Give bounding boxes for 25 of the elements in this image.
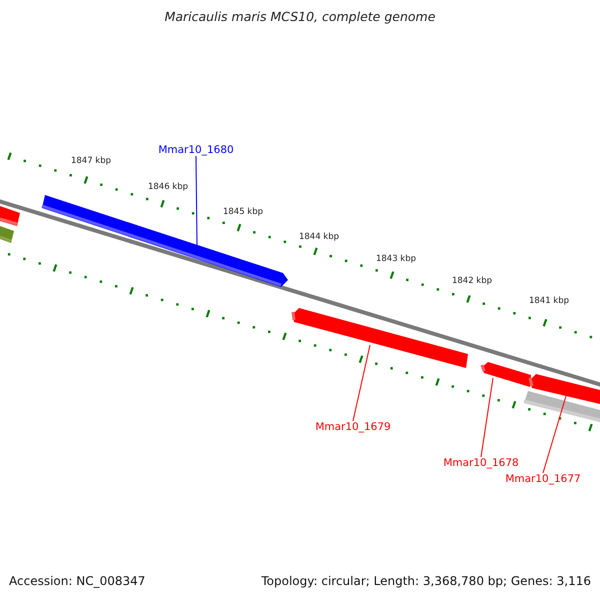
leader-line xyxy=(196,156,198,246)
scale-label: 1847 kbp xyxy=(70,157,112,167)
leader-line xyxy=(352,344,370,422)
gene-feature xyxy=(480,362,531,387)
gene-label: Mmar10_1680 xyxy=(158,144,234,156)
scale-label: 1843 kbp xyxy=(376,255,416,265)
scale-label: 1846 kbp xyxy=(148,183,188,193)
scale-label: 1841 kbp xyxy=(528,297,570,307)
gene-label: Mmar10_1677 xyxy=(505,473,581,486)
leader-line xyxy=(480,378,494,458)
gene-feature xyxy=(0,226,14,243)
scale-label: 1842 kbp xyxy=(452,277,492,287)
footer-text: Topology: circular; Length: 3,368,780 bp; Genes: 3,116 xyxy=(261,575,591,589)
scale-label: 1845 kbp xyxy=(222,208,264,218)
gene-label: Mmar10_1678 xyxy=(443,457,519,470)
title: Maricaulis maris MCS10, complete genome xyxy=(164,10,436,24)
scale-label: 1844 kbp xyxy=(298,233,340,243)
footer-text: Accession: NC_008347 xyxy=(9,575,146,589)
gene-feature xyxy=(524,391,600,422)
gene-feature xyxy=(528,374,600,404)
gene-feature xyxy=(292,308,468,368)
leader-line xyxy=(542,396,566,474)
gene-feature xyxy=(42,195,288,287)
gene-label: Mmar10_1679 xyxy=(315,421,391,434)
gene-feature xyxy=(0,206,20,226)
